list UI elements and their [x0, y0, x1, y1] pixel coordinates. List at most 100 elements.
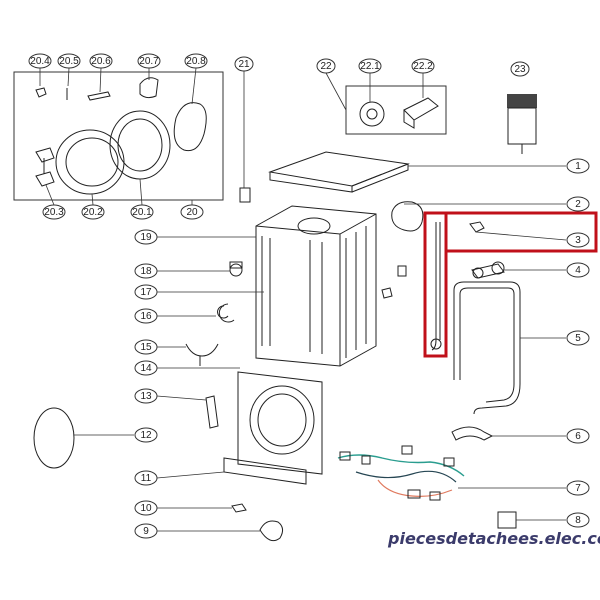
part-16-clamp-ring[interactable]	[217, 303, 235, 323]
part-3-inlet-hose[interactable]	[430, 221, 485, 351]
callout-6: 6	[492, 428, 590, 444]
callout-20-8-label: 20.8	[186, 56, 206, 67]
callout-5: 5	[520, 330, 590, 346]
callout-18-label: 18	[140, 266, 152, 277]
callout-3-label: 3	[575, 235, 581, 246]
part-4-inlet-valve-fitting[interactable]	[471, 261, 505, 279]
callout-19: 19	[134, 229, 256, 245]
highlight-hose-column	[423, 211, 448, 358]
callout-8-label: 8	[575, 515, 581, 526]
callout-14-label: 14	[140, 363, 152, 374]
callout-22: 22	[316, 58, 347, 111]
callout-15: 15	[134, 339, 186, 355]
callout-20-label: 20	[186, 207, 198, 218]
callout-10-label: 10	[140, 503, 152, 514]
callout-17-label: 17	[140, 287, 152, 298]
highlight-part-3-row	[444, 211, 598, 253]
part-20-6-handle[interactable]	[87, 91, 111, 101]
callout-20-1-label: 20.1	[132, 207, 152, 218]
part-15-wire-clip[interactable]	[185, 343, 219, 366]
callout-7: 7	[458, 480, 590, 496]
part-12-door-gasket[interactable]	[33, 407, 75, 469]
callout-16-label: 16	[140, 311, 152, 322]
part-20-2-door-glass[interactable]	[55, 129, 125, 195]
part-20-4-hinge-clip[interactable]	[35, 87, 47, 98]
callout-20-6-label: 20.6	[91, 56, 111, 67]
callout-22-2-label: 22.2	[413, 61, 433, 72]
part-2-hose-loop[interactable]	[391, 201, 424, 232]
callout-14: 14	[134, 360, 240, 376]
callout-22-1: 22.1	[358, 58, 382, 102]
part-7-wiring-harness[interactable]	[337, 445, 465, 501]
part-20-7-door-lock[interactable]	[139, 77, 159, 99]
callout-20-4: 20.4	[28, 53, 52, 86]
part-1-top-cover[interactable]	[268, 151, 410, 193]
callout-20-6: 20.6	[89, 53, 113, 93]
watermark-text: piecesdetachees.elec.com	[387, 529, 600, 548]
callout-22-1-label: 22.1	[360, 61, 380, 72]
callout-20-3: 20.3	[42, 184, 66, 220]
callout-4: 4	[504, 262, 590, 278]
callout-2-label: 2	[575, 199, 581, 210]
callout-20-1: 20.1	[130, 178, 154, 220]
part-8-connector[interactable]	[497, 511, 517, 529]
part-22-2-bracket[interactable]	[403, 97, 439, 129]
callout-20-5-label: 20.5	[59, 56, 79, 67]
callout-20-7: 20.7	[137, 53, 161, 80]
callout-4-label: 4	[575, 265, 581, 276]
callout-7-label: 7	[575, 483, 581, 494]
callout-9-label: 9	[143, 526, 149, 537]
callout-20-4-label: 20.4	[30, 56, 50, 67]
callout-23-label: 23	[514, 64, 526, 75]
callout-16: 16	[134, 308, 216, 324]
part-14-front-panel[interactable]	[237, 371, 323, 475]
callout-15-label: 15	[140, 342, 152, 353]
part-5-drain-hose[interactable]	[453, 281, 521, 415]
callout-18: 18	[134, 263, 230, 279]
callout-21-label: 21	[238, 59, 250, 70]
callout-20-7-label: 20.7	[139, 56, 159, 67]
callout-8: 8	[516, 512, 590, 528]
callout-20-2: 20.2	[81, 193, 105, 220]
callout-10: 10	[134, 500, 232, 516]
callout-1: 1	[408, 158, 590, 174]
callout-12-label: 12	[140, 430, 152, 441]
callout-20-3-label: 20.3	[44, 207, 64, 218]
part-small-sensor[interactable]	[381, 265, 407, 299]
part-20-8-handle-cover[interactable]	[173, 102, 207, 152]
part-20-3-hinge[interactable]	[35, 147, 55, 187]
callout-13: 13	[134, 388, 207, 404]
callout-5-label: 5	[575, 333, 581, 344]
callout-3: 3	[475, 231, 590, 248]
part-11-kickplate[interactable]	[223, 457, 307, 485]
callout-6-label: 6	[575, 431, 581, 442]
callout-12: 12	[74, 427, 158, 443]
callout-20-5: 20.5	[57, 53, 81, 87]
callout-2: 2	[404, 196, 590, 212]
callout-20: 20	[180, 200, 204, 220]
callout-1-label: 1	[575, 161, 581, 172]
callout-21: 21	[234, 56, 254, 188]
callout-17: 17	[134, 284, 264, 300]
callout-9: 9	[134, 523, 260, 539]
door-parts-group-frame	[13, 71, 224, 201]
callout-22-2: 22.2	[411, 58, 435, 98]
part-22-1-pressure-switch[interactable]	[359, 101, 385, 127]
callout-11-label: 11	[141, 473, 152, 484]
part-23-capacitor[interactable]	[507, 94, 537, 154]
callout-13-label: 13	[140, 391, 152, 402]
callout-23: 23	[510, 61, 530, 77]
callout-19-label: 19	[140, 232, 152, 243]
part-9-pump-cover[interactable]	[259, 520, 284, 542]
part-18-thermostat[interactable]	[229, 261, 243, 277]
part-19-cabinet[interactable]	[255, 205, 377, 367]
callout-11: 11	[134, 470, 225, 486]
callout-20-2-label: 20.2	[83, 207, 103, 218]
part-21-small-switch[interactable]	[239, 187, 251, 203]
part-13-hinge-bracket[interactable]	[205, 395, 219, 429]
callout-20-8: 20.8	[184, 53, 208, 105]
part-6-hose-clamp[interactable]	[451, 426, 494, 441]
part-10-foot[interactable]	[231, 503, 247, 513]
callout-22-label: 22	[320, 61, 332, 72]
